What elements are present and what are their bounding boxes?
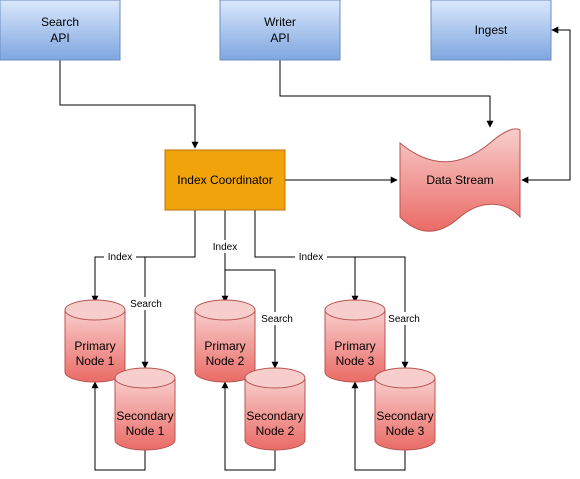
- data-stream-label: Data Stream: [426, 173, 493, 187]
- writer-api-label-line2: API: [270, 31, 289, 45]
- edge-secondary-3-to-primary-3: [351, 381, 406, 471]
- secondary-3-label-line2: Node 3: [386, 424, 425, 438]
- edge-coordinator-to-secondary-3: [355, 256, 409, 369]
- secondary-1-label-line1: Secondary: [116, 409, 173, 423]
- primary-2-label-line1: Primary: [204, 339, 245, 353]
- search-api-label-line2: API: [50, 31, 69, 45]
- edge-label-search-3: Search: [388, 314, 420, 325]
- index-coordinator-label: Index Coordinator: [177, 173, 272, 187]
- ingest-node[interactable]: Ingest: [430, 0, 552, 61]
- data-stream-node[interactable]: Data Stream: [399, 128, 521, 232]
- secondary-node-3[interactable]: Secondary Node 3: [374, 367, 436, 451]
- edge-label-index-3: Index: [299, 252, 323, 263]
- primary-3-label-line1: Primary: [334, 339, 375, 353]
- edge-coordinator-to-secondary-2: [225, 269, 279, 369]
- search-api-node[interactable]: Search API: [0, 0, 121, 61]
- primary-node-1[interactable]: Primary Node 1: [64, 299, 126, 383]
- secondary-node-2[interactable]: Secondary Node 2: [244, 367, 306, 451]
- primary-1-label-line2: Node 1: [76, 354, 115, 368]
- edge-label-search-1: Search: [130, 299, 162, 310]
- primary-1-label-line1: Primary: [74, 339, 115, 353]
- edge-search-api-to-coordinator: [59, 60, 199, 149]
- edge-label-index-1: Index: [108, 252, 132, 263]
- secondary-1-label-line2: Node 1: [126, 424, 165, 438]
- secondary-2-label-line2: Node 2: [256, 424, 295, 438]
- primary-2-label-line2: Node 2: [206, 354, 245, 368]
- writer-api-node[interactable]: Writer API: [219, 0, 341, 61]
- secondary-2-label-line1: Secondary: [246, 409, 303, 423]
- primary-3-label-line2: Node 3: [336, 354, 375, 368]
- secondary-3-label-line1: Secondary: [376, 409, 433, 423]
- writer-api-label-line1: Writer: [264, 15, 296, 29]
- edge-writer-api-to-data-stream: [279, 60, 494, 128]
- edge-secondary-2-to-primary-2: [221, 381, 276, 471]
- secondary-node-1[interactable]: Secondary Node 1: [114, 367, 176, 451]
- edge-ingest-to-data-stream: [521, 26, 571, 184]
- ingest-label: Ingest: [475, 23, 508, 37]
- index-coordinator-node[interactable]: Index Coordinator: [164, 149, 286, 211]
- edge-secondary-1-to-primary-1: [91, 381, 146, 471]
- primary-node-2[interactable]: Primary Node 2: [194, 299, 256, 383]
- search-api-label-line1: Search: [41, 15, 79, 29]
- edge-label-index-2: Index: [213, 242, 237, 253]
- edge-label-search-2: Search: [261, 314, 293, 325]
- edge-coordinator-to-secondary-1: [141, 256, 195, 369]
- primary-node-3[interactable]: Primary Node 3: [324, 299, 386, 383]
